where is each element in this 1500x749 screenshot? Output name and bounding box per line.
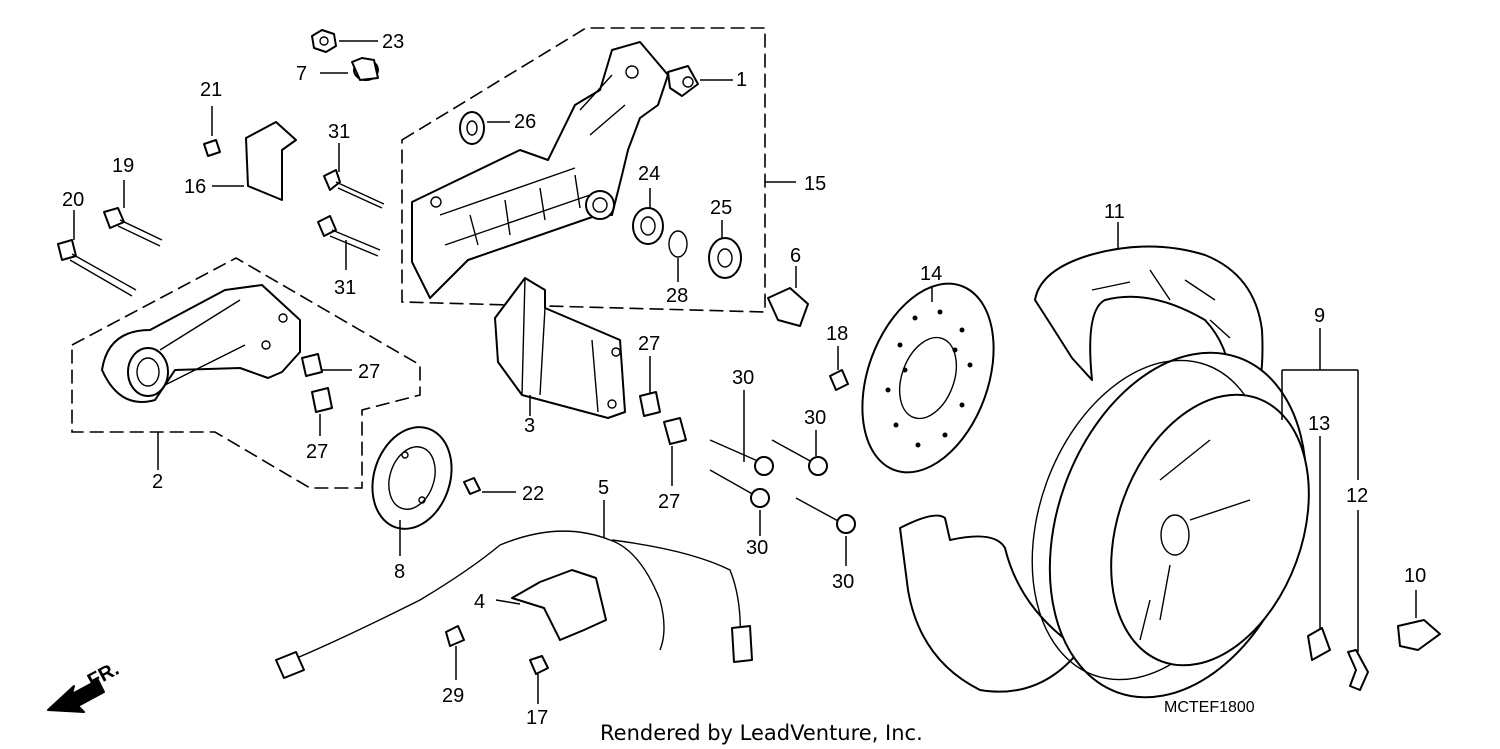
callout-30-a: 30 [732,367,754,389]
part-collar-6 [767,287,809,327]
leader-lines [73,40,1417,704]
callout-3: 3 [524,415,535,437]
callout-23: 23 [382,31,404,53]
callout-19: 19 [112,155,134,177]
part-bolt-21 [203,139,221,157]
callout-4: 4 [474,591,485,613]
part-nut-23 [311,29,337,53]
part-side-cover [494,277,626,419]
part-bolt-22 [463,477,481,495]
callout-25: 25 [710,197,732,219]
part-clip-10 [1397,619,1441,651]
callout-14: 14 [920,263,942,285]
callout-20: 20 [62,189,84,211]
callout-30-c: 30 [746,537,768,559]
callout-31-upper: 31 [328,121,350,143]
callout-22: 22 [522,483,544,505]
callout-24: 24 [638,163,660,185]
part-circlip-28 [668,230,688,258]
assembly-box-2 [71,257,421,489]
part-bearing-26 [459,111,485,145]
part-bracket-4 [511,569,607,641]
callout-labels: 23 7 1 26 21 16 31 31 19 20 24 25 28 15 … [62,31,1426,729]
part-collar-27c [639,391,661,417]
front-direction-arrow-icon: FR. [47,658,123,713]
callout-7: 7 [296,63,307,85]
callout-27-b: 27 [306,441,328,463]
part-rear-tire [899,245,1264,693]
part-swing-arm-bracket [411,41,669,299]
callout-6: 6 [790,245,801,267]
callout-13: 13 [1308,413,1330,435]
callout-2: 2 [152,471,163,493]
part-swing-arm [101,284,301,403]
part-bolt-18 [829,369,849,391]
callout-1: 1 [736,69,747,91]
part-valve-12 [1347,649,1369,691]
part-collar-27d [663,417,687,445]
render-credit: Rendered by LeadVenture, Inc. [600,721,923,745]
part-bolt-31a [323,169,385,209]
callout-28: 28 [666,285,688,307]
part-sensor-wire-5 [275,530,753,679]
part-collar-7 [351,57,379,81]
callout-5: 5 [598,477,609,499]
part-bolts-30 [709,439,856,534]
part-bolt-20 [57,239,137,297]
callout-10: 10 [1404,565,1426,587]
callout-30-d: 30 [832,571,854,593]
part-bolt-29 [445,625,465,647]
callout-12: 12 [1346,485,1368,507]
callout-27-c: 27 [638,333,660,355]
part-bolt-31b [317,215,381,257]
part-weight-13 [1307,627,1331,661]
callout-18: 18 [826,323,848,345]
part-collar-1 [667,65,699,97]
callout-31-lower: 31 [334,277,356,299]
part-brake-disc [861,282,995,474]
callout-29: 29 [442,685,464,707]
callout-9: 9 [1314,305,1325,327]
part-bolt-19 [103,207,163,247]
part-bolt-17 [529,655,549,675]
callout-11: 11 [1104,201,1125,223]
callout-17: 17 [526,707,548,729]
callout-27-a: 27 [358,361,380,383]
part-collar-27a [301,353,323,377]
callout-26: 26 [514,111,536,133]
callout-15: 15 [804,173,826,195]
part-pulser-ring [371,426,453,530]
part-bracket-16 [245,121,297,201]
part-rear-wheel [1031,351,1310,699]
callout-27-d: 27 [658,491,680,513]
callout-21: 21 [200,79,222,101]
callout-30-b: 30 [804,407,826,429]
part-bearing-25 [708,237,742,279]
diagram-code: MCTEF1800 [1164,699,1255,716]
callout-16: 16 [184,176,206,198]
part-bearing-24 [632,207,664,245]
part-collar-27b [311,387,333,413]
callout-8: 8 [394,561,405,583]
